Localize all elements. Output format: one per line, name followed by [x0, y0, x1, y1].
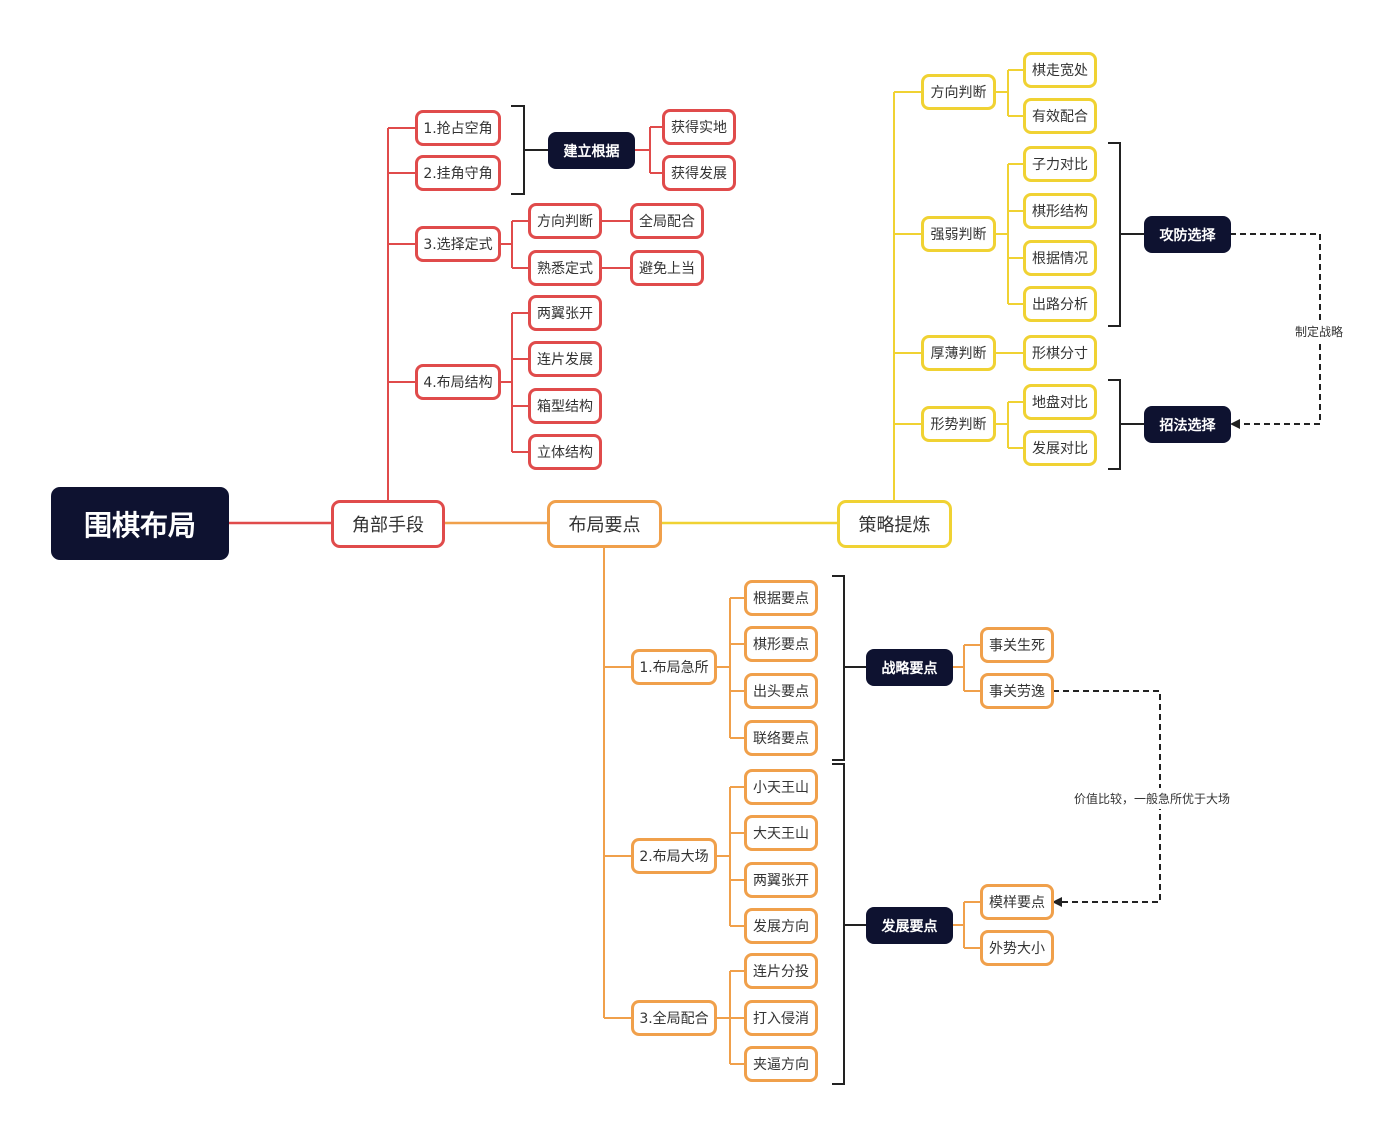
corner-3-grandchild-1[interactable]: 全局配合 — [630, 203, 704, 239]
root-node[interactable]: 围棋布局 — [51, 487, 229, 560]
key-1-child-3[interactable]: 出头要点 — [744, 673, 818, 709]
key-item-2[interactable]: 2.布局大场 — [631, 838, 717, 874]
strategy-4-child-1[interactable]: 地盘对比 — [1023, 384, 1097, 420]
corner-3-grandchild-2[interactable]: 避免上当 — [630, 250, 704, 286]
corner-4-child-4[interactable]: 立体结构 — [528, 434, 602, 470]
develop-child-2[interactable]: 外势大小 — [980, 930, 1054, 966]
strategy-2-child-3[interactable]: 根据情况 — [1023, 240, 1097, 276]
key-2-child-4[interactable]: 发展方向 — [744, 908, 818, 944]
develop-child-1[interactable]: 模样要点 — [980, 884, 1054, 920]
summary-strategic-point[interactable]: 战略要点 — [866, 649, 953, 686]
key-1-child-4[interactable]: 联络要点 — [744, 720, 818, 756]
key-3-child-2[interactable]: 打入侵消 — [744, 1000, 818, 1036]
summary-build-base[interactable]: 建立根据 — [548, 132, 635, 169]
strategy-2-child-1[interactable]: 子力对比 — [1023, 146, 1097, 182]
key-2-child-3[interactable]: 两翼张开 — [744, 862, 818, 898]
summary-base-child-1[interactable]: 获得实地 — [662, 109, 736, 145]
corner-4-child-2[interactable]: 连片发展 — [528, 341, 602, 377]
summary-move-choice[interactable]: 招法选择 — [1144, 406, 1231, 443]
key-3-child-3[interactable]: 夹逼方向 — [744, 1046, 818, 1082]
corner-item-2[interactable]: 2.挂角守角 — [415, 155, 501, 191]
strategy-1-child-2[interactable]: 有效配合 — [1023, 98, 1097, 134]
strategy-2-child-4[interactable]: 出路分析 — [1023, 286, 1097, 322]
key-2-child-1[interactable]: 小天王山 — [744, 769, 818, 805]
branch-key-node[interactable]: 布局要点 — [547, 500, 662, 548]
key-item-3[interactable]: 3.全局配合 — [631, 1000, 717, 1036]
strategy-item-4[interactable]: 形势判断 — [921, 406, 996, 442]
corner-3-child-1[interactable]: 方向判断 — [528, 203, 602, 239]
branch-corner-node[interactable]: 角部手段 — [331, 500, 445, 548]
corner-item-3[interactable]: 3.选择定式 — [415, 226, 501, 262]
strategy-1-child-1[interactable]: 棋走宽处 — [1023, 52, 1097, 88]
key-1-child-2[interactable]: 棋形要点 — [744, 626, 818, 662]
branch-strategy-node[interactable]: 策略提炼 — [837, 500, 952, 548]
summary-attack-defense[interactable]: 攻防选择 — [1144, 216, 1231, 253]
key-1-child-1[interactable]: 根据要点 — [744, 580, 818, 616]
strategy-3-child-1[interactable]: 形棋分寸 — [1023, 335, 1097, 371]
strategy-4-child-2[interactable]: 发展对比 — [1023, 430, 1097, 466]
strategic-child-1[interactable]: 事关生死 — [980, 627, 1054, 663]
corner-4-child-1[interactable]: 两翼张开 — [528, 295, 602, 331]
corner-item-4[interactable]: 4.布局结构 — [415, 364, 501, 400]
corner-4-child-3[interactable]: 箱型结构 — [528, 388, 602, 424]
strategy-item-2[interactable]: 强弱判断 — [921, 216, 996, 252]
summary-develop-point[interactable]: 发展要点 — [866, 907, 953, 944]
key-3-child-1[interactable]: 连片分投 — [744, 953, 818, 989]
summary-base-child-2[interactable]: 获得发展 — [662, 155, 736, 191]
corner-3-child-2[interactable]: 熟悉定式 — [528, 250, 602, 286]
key-item-1[interactable]: 1.布局急所 — [631, 649, 717, 685]
strategy-item-1[interactable]: 方向判断 — [921, 74, 996, 110]
strategic-child-2[interactable]: 事关劳逸 — [980, 673, 1054, 709]
key-2-child-2[interactable]: 大天王山 — [744, 815, 818, 851]
relation-label-strategy: 制定战略 — [1293, 321, 1346, 342]
corner-item-1[interactable]: 1.抢占空角 — [415, 110, 501, 146]
strategy-item-3[interactable]: 厚薄判断 — [921, 335, 996, 371]
relation-label-value: 价值比较，一般急所优于大场 — [1072, 788, 1233, 809]
strategy-2-child-2[interactable]: 棋形结构 — [1023, 193, 1097, 229]
